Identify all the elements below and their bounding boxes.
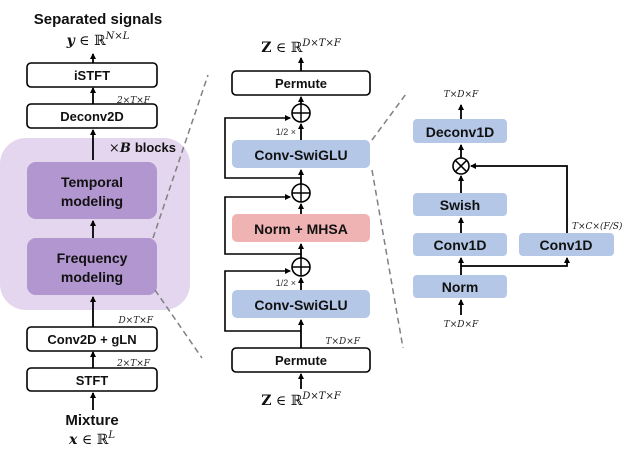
frequency-label-line2: modeling xyxy=(61,269,123,285)
add-node-2 xyxy=(291,183,311,203)
conv1d-left-block xyxy=(413,233,507,256)
istft-label: iSTFT xyxy=(74,68,110,83)
norm-mhsa-block xyxy=(232,214,370,242)
permute-top-block xyxy=(231,70,371,96)
norm-label: Norm xyxy=(442,279,479,295)
add-node-3 xyxy=(291,257,311,277)
zoom-line-top-left xyxy=(152,74,209,239)
output-title: Separated signals xyxy=(34,11,162,28)
deconv1d-label: Deconv1D xyxy=(426,124,494,140)
middle-output-math: Z ∈ ℝD×T×F xyxy=(261,38,342,56)
permute-top-label: Permute xyxy=(275,76,327,91)
right-output-dim: T×D×F xyxy=(444,90,479,100)
half-scale-top: 1/2 × xyxy=(276,127,296,137)
conv-swiglu-bottom-label: Conv-SwiGLU xyxy=(254,297,347,313)
zoom-line-top-right xyxy=(371,93,407,141)
output-math: y ∈ ℝN×L xyxy=(66,31,130,49)
temporal-label-line2: modeling xyxy=(61,193,123,209)
permute-bottom-label: Permute xyxy=(275,353,327,368)
skip-connection-3 xyxy=(224,268,301,332)
conv-swiglu-top-block xyxy=(232,140,370,168)
stft-label: STFT xyxy=(76,373,109,388)
branch-to-conv1d-right xyxy=(461,257,570,267)
conv-swiglu-top-label: Conv-SwiGLU xyxy=(254,147,347,163)
swish-label: Swish xyxy=(440,197,480,213)
frequency-label-line1: Frequency xyxy=(57,250,128,266)
conv2d-gln-label: Conv2D + gLN xyxy=(47,332,136,347)
conv1d-right-label: Conv1D xyxy=(540,237,593,253)
right-input-dim: T×D×F xyxy=(444,320,479,330)
middle-input-math: Z ∈ ℝD×T×F xyxy=(261,391,342,409)
permute-bottom-block xyxy=(231,347,371,373)
conv-swiglu-bottom-block xyxy=(232,290,370,318)
zoom-line-bottom-left xyxy=(154,289,203,359)
conv1d-left-label: Conv1D xyxy=(434,237,487,253)
swish-block xyxy=(413,193,507,216)
half-scale-bottom: 1/2 × xyxy=(276,278,296,288)
skip-connection-2 xyxy=(224,194,301,255)
temporal-label-line1: Temporal xyxy=(61,174,123,190)
stft-dim: 2×T×F xyxy=(116,359,151,369)
skip-connection-1 xyxy=(224,115,301,179)
conv2d-dim: D×T×F xyxy=(117,316,153,326)
gate-branch-connection xyxy=(470,163,568,233)
norm-block xyxy=(413,275,507,298)
zoom-line-bottom-right xyxy=(371,169,404,349)
deconv2d-block xyxy=(26,103,158,129)
deconv1d-block xyxy=(413,119,507,143)
deconv2d-label: Deconv2D xyxy=(60,109,124,124)
deconv2d-dim: 2×T×F xyxy=(116,96,151,106)
permute-bottom-dim: T×D×F xyxy=(325,337,360,347)
conv1d-right-block xyxy=(519,233,614,256)
stft-block xyxy=(26,367,158,392)
input-title: Mixture xyxy=(65,412,118,429)
conv1d-right-dim: T×C×(F/S) xyxy=(572,221,623,232)
temporal-modeling-block xyxy=(27,162,157,219)
add-node-1 xyxy=(291,103,311,123)
norm-mhsa-label: Norm + MHSA xyxy=(254,221,348,237)
frequency-modeling-block xyxy=(27,238,157,295)
multiply-node xyxy=(452,157,470,175)
input-math: x ∈ ℝL xyxy=(68,430,115,448)
